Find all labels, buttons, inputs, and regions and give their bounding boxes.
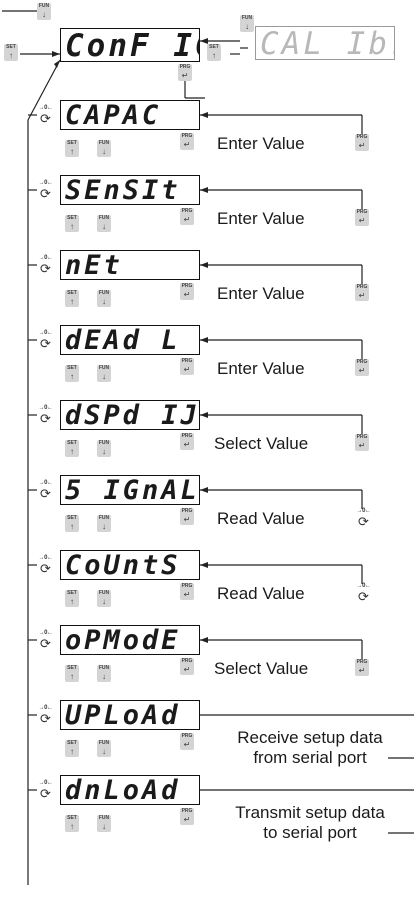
menu-display: SEnSIt bbox=[60, 175, 200, 205]
prg-key[interactable]: PRG↵ bbox=[355, 134, 369, 151]
zero-key-icon[interactable]: →0←⟳ bbox=[38, 330, 53, 351]
zero-key-icon[interactable]: →0←⟳ bbox=[38, 405, 53, 426]
menu-display: nEt bbox=[60, 250, 200, 280]
menu-display: dEAd L bbox=[60, 325, 200, 355]
set-key-top-right[interactable]: SET↑ bbox=[207, 44, 221, 61]
zero-key-icon[interactable]: →0←⟳ bbox=[38, 555, 53, 576]
prg-key[interactable]: PRG↵ bbox=[180, 658, 194, 675]
prg-key[interactable]: PRG↵ bbox=[355, 284, 369, 301]
fun-key[interactable]: FUN↓ bbox=[97, 215, 111, 232]
prg-key[interactable]: PRG↵ bbox=[180, 433, 194, 450]
zero-key-icon[interactable]: →0←⟳ bbox=[38, 780, 53, 801]
fun-key[interactable]: FUN↓ bbox=[97, 665, 111, 682]
action-label: Select Value bbox=[214, 659, 309, 678]
action-label: Read Value bbox=[217, 509, 305, 528]
set-key[interactable]: SET↑ bbox=[65, 365, 79, 382]
zero-key-icon[interactable]: →0←⟳ bbox=[38, 630, 53, 651]
prg-key[interactable]: PRG↵ bbox=[180, 508, 194, 525]
menu-display: CoUntS bbox=[60, 550, 200, 580]
fun-key[interactable]: FUN↓ bbox=[97, 140, 111, 157]
set-key[interactable]: SET↑ bbox=[65, 440, 79, 457]
action-label: Receive setup data from serial port bbox=[237, 728, 383, 767]
fun-key-top-right[interactable]: FUN↓ bbox=[240, 15, 254, 32]
zero-key-icon[interactable]: →0←⟳ bbox=[38, 255, 53, 276]
config-display: ConF IG bbox=[60, 28, 200, 62]
menu-display: CAPAC bbox=[60, 100, 200, 130]
fun-key[interactable]: FUN↓ bbox=[97, 515, 111, 532]
fun-key-top-left[interactable]: FUN↓ bbox=[37, 3, 51, 20]
set-key[interactable]: SET↑ bbox=[65, 515, 79, 532]
zero-key-icon[interactable]: →0←⟳ bbox=[38, 105, 53, 126]
zero-key-icon[interactable]: →0←⟳ bbox=[38, 705, 53, 726]
action-label: Read Value bbox=[217, 584, 305, 603]
action-label: Enter Value bbox=[217, 134, 305, 153]
prg-key[interactable]: PRG↵ bbox=[355, 359, 369, 376]
menu-display: UPLoAd bbox=[60, 700, 200, 730]
action-label: Enter Value bbox=[217, 284, 305, 303]
fun-key[interactable]: FUN↓ bbox=[97, 365, 111, 382]
prg-key[interactable]: PRG↵ bbox=[180, 583, 194, 600]
zero-key-icon[interactable]: →0←⟳ bbox=[38, 180, 53, 201]
action-label: Enter Value bbox=[217, 359, 305, 378]
fun-key[interactable]: FUN↓ bbox=[97, 740, 111, 757]
set-key-top-left[interactable]: SET↑ bbox=[4, 44, 18, 61]
action-label: Select Value bbox=[214, 434, 309, 453]
set-key[interactable]: SET↑ bbox=[65, 740, 79, 757]
set-key[interactable]: SET↑ bbox=[65, 815, 79, 832]
menu-display: oPModE bbox=[60, 625, 200, 655]
prg-key[interactable]: PRG↵ bbox=[180, 133, 194, 150]
set-key[interactable]: SET↑ bbox=[65, 215, 79, 232]
zero-key-icon[interactable]: →0←⟳ bbox=[38, 480, 53, 501]
menu-display: 5 IGnAL bbox=[60, 475, 200, 505]
prg-key[interactable]: PRG↵ bbox=[355, 434, 369, 451]
prg-key[interactable]: PRG↵ bbox=[180, 733, 194, 750]
action-label: Enter Value bbox=[217, 209, 305, 228]
zero-key-icon[interactable]: →0←⟳ bbox=[356, 508, 371, 529]
set-key[interactable]: SET↑ bbox=[65, 665, 79, 682]
menu-display: dSPd IJ bbox=[60, 400, 200, 430]
fun-key[interactable]: FUN↓ bbox=[97, 815, 111, 832]
zero-key-icon[interactable]: →0←⟳ bbox=[356, 583, 371, 604]
fun-key[interactable]: FUN↓ bbox=[97, 590, 111, 607]
calibr-display: CAL Ibr bbox=[255, 26, 395, 60]
set-key[interactable]: SET↑ bbox=[65, 290, 79, 307]
prg-key[interactable]: PRG↵ bbox=[180, 283, 194, 300]
set-key[interactable]: SET↑ bbox=[65, 140, 79, 157]
prg-key[interactable]: PRG↵ bbox=[180, 808, 194, 825]
prg-key[interactable]: PRG↵ bbox=[355, 209, 369, 226]
prg-key[interactable]: PRG↵ bbox=[180, 208, 194, 225]
prg-key[interactable]: PRG↵ bbox=[180, 358, 194, 375]
fun-key[interactable]: FUN↓ bbox=[97, 440, 111, 457]
menu-display: dnLoAd bbox=[60, 775, 200, 805]
set-key[interactable]: SET↑ bbox=[65, 590, 79, 607]
prg-key-config[interactable]: PRG↵ bbox=[178, 64, 192, 81]
prg-key[interactable]: PRG↵ bbox=[355, 659, 369, 676]
action-label: Transmit setup data to serial port bbox=[235, 803, 385, 842]
fun-key[interactable]: FUN↓ bbox=[97, 290, 111, 307]
